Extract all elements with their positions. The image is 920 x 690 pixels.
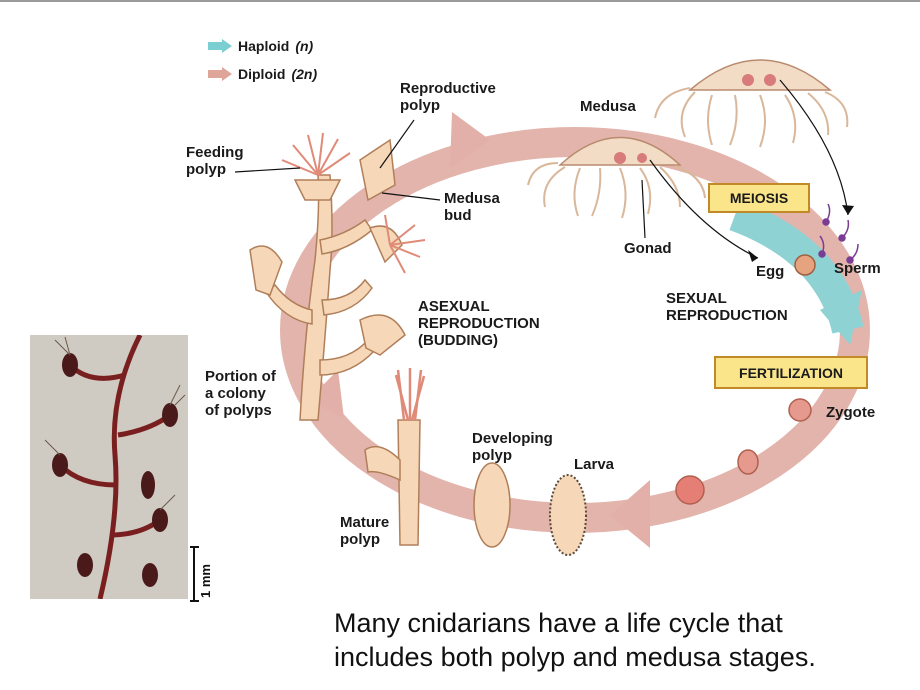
leader-lines bbox=[234, 79, 849, 259]
developing-polyp bbox=[473, 462, 511, 548]
medusa-center bbox=[527, 136, 706, 219]
label-developing-polyp: Developing polyp bbox=[472, 430, 553, 464]
polyp-colony bbox=[249, 138, 406, 421]
legend-diploid-symbol: (2n) bbox=[291, 66, 318, 82]
diploid-arrow-icon bbox=[208, 67, 232, 81]
label-sexual-reproduction: SEXUAL REPRODUCTION bbox=[666, 290, 788, 324]
caption: Many cnidarians have a life cycle that i… bbox=[334, 608, 816, 672]
haploid-arrow-icon bbox=[208, 39, 232, 53]
mature-polyp bbox=[364, 368, 426, 546]
legend-haploid-label: Haploid bbox=[238, 38, 290, 54]
zygote bbox=[788, 398, 812, 422]
legend-diploid-label: Diploid bbox=[238, 66, 286, 82]
scale-bar bbox=[190, 546, 199, 602]
label-reproductive-polyp: Reproductive polyp bbox=[400, 80, 496, 114]
label-asexual-reproduction: ASEXUAL REPRODUCTION (BUDDING) bbox=[418, 298, 540, 349]
top-rule bbox=[0, 0, 920, 2]
label-feeding-polyp: Feeding polyp bbox=[186, 144, 244, 178]
label-egg: Egg bbox=[756, 263, 785, 280]
label-sperm: Sperm bbox=[834, 260, 881, 277]
label-colony: Portion of a colony of polyps bbox=[205, 368, 276, 419]
legend-haploid-symbol: (n) bbox=[295, 38, 314, 54]
egg bbox=[794, 254, 816, 276]
larva bbox=[549, 474, 587, 556]
fertilization-box: FERTILIZATION bbox=[714, 356, 868, 389]
colony-micrograph bbox=[30, 335, 188, 599]
legend-diploid: Diploid (2n) bbox=[208, 66, 317, 82]
medusa-top-right bbox=[654, 59, 849, 148]
label-larva: Larva bbox=[574, 456, 615, 473]
label-gonad: Gonad bbox=[624, 240, 672, 257]
legend-haploid: Haploid (n) bbox=[208, 38, 313, 54]
label-medusa-bud: Medusa bud bbox=[444, 190, 500, 224]
polyp-tentacles bbox=[281, 132, 426, 274]
scale-label: 1 mm bbox=[198, 564, 213, 598]
sperm bbox=[818, 203, 859, 264]
label-mature-polyp: Mature polyp bbox=[340, 514, 390, 548]
meiosis-box: MEIOSIS bbox=[708, 183, 810, 213]
label-medusa: Medusa bbox=[580, 98, 636, 115]
label-zygote: Zygote bbox=[826, 404, 876, 421]
embryo-small bbox=[737, 449, 759, 475]
embryo-blastula bbox=[675, 475, 705, 505]
